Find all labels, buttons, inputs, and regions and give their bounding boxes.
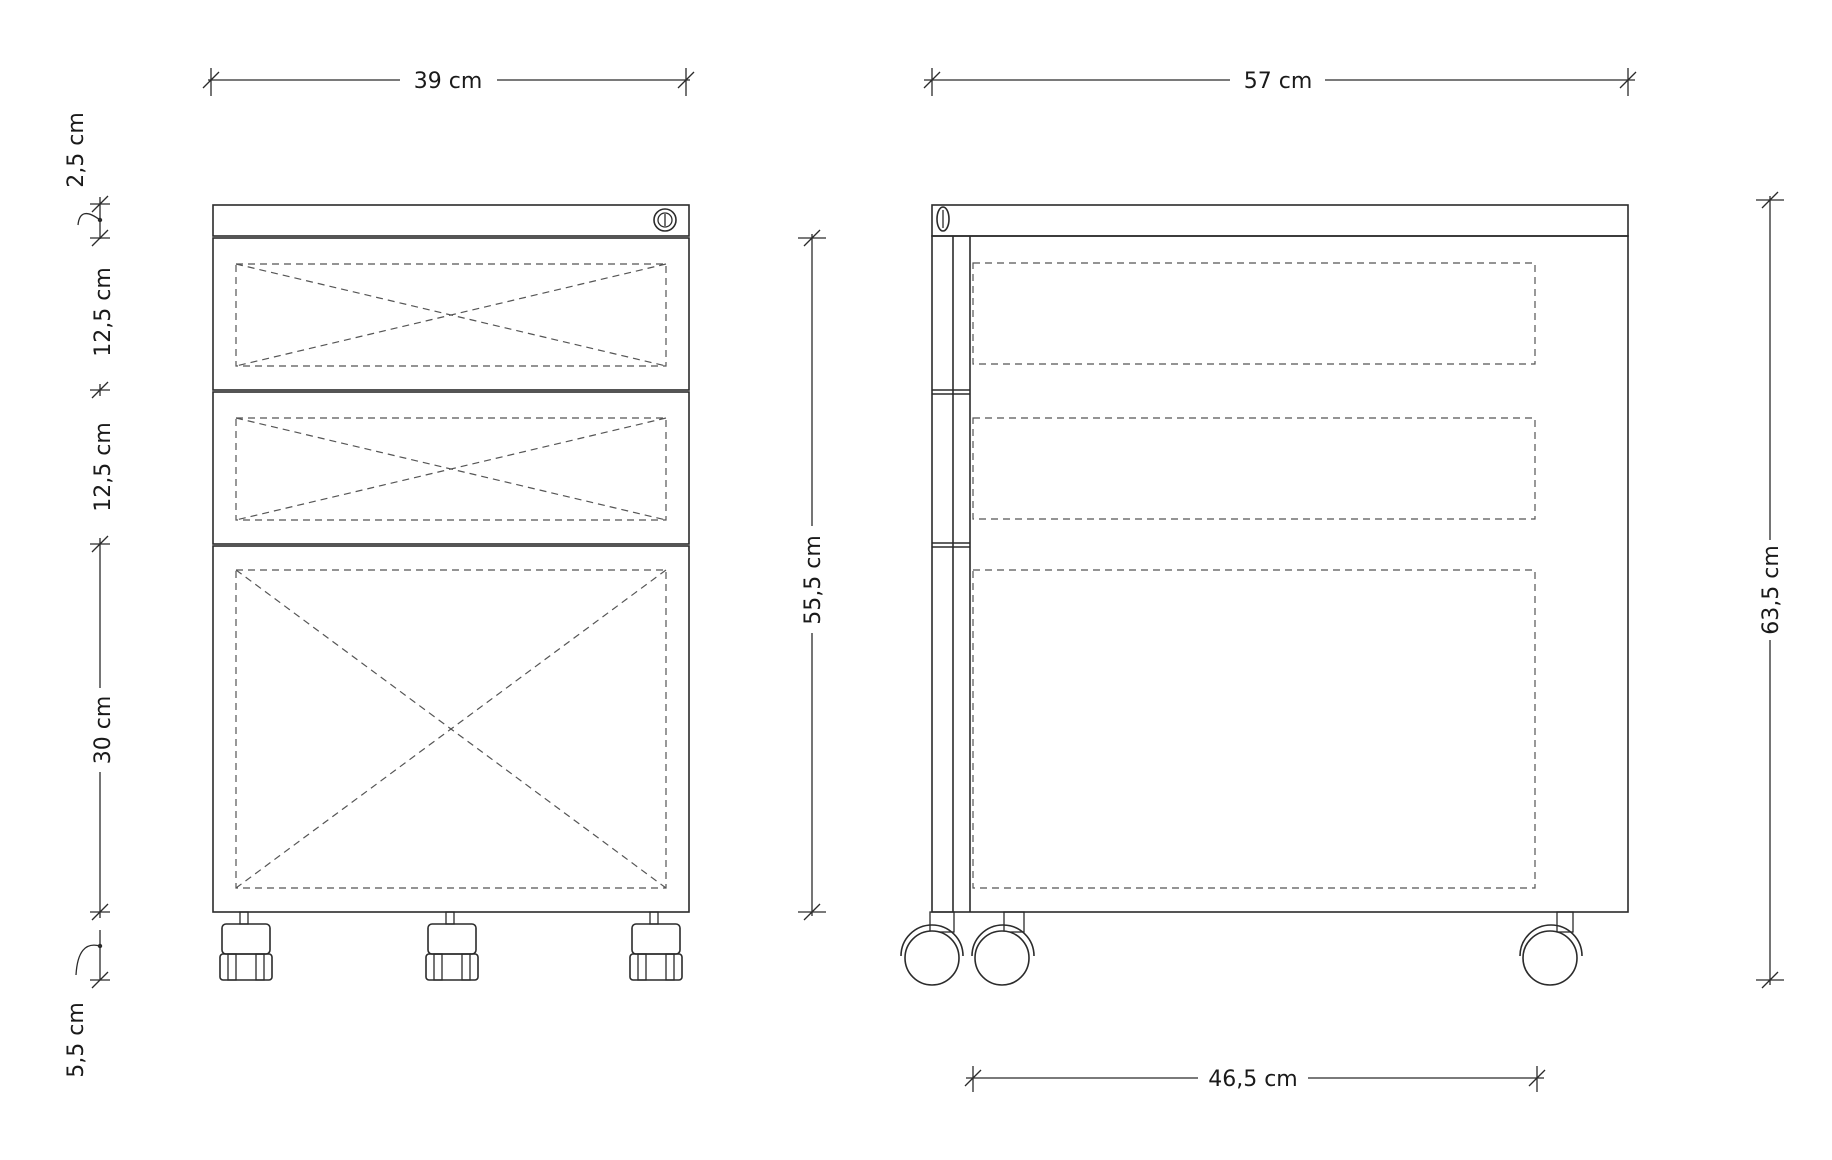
side-view (900, 204, 1629, 986)
dim-body-height: 55,5 cm (798, 229, 826, 921)
dim-side-depth: 57 cm (923, 68, 1637, 96)
front-drawer-1 (212, 237, 690, 391)
side-drawer-1-hidden (972, 262, 1536, 365)
front-drawer-2 (212, 391, 690, 545)
dim-body-height-label: 55,5 cm (801, 535, 826, 625)
side-wheel-2 (971, 911, 1035, 986)
lock-icon (653, 208, 677, 232)
side-top-panel (931, 204, 1629, 237)
dim-drawer-1-label: 12,5 cm (91, 267, 116, 357)
front-caster-left (219, 911, 273, 981)
side-drawer-2-hidden (972, 417, 1536, 520)
side-wheel-3 (1519, 911, 1583, 986)
front-view (212, 204, 690, 981)
dim-side-depth-label: 57 cm (1244, 69, 1313, 94)
front-drawer-1-hidden (235, 263, 667, 367)
dim-wheelbase-label: 46,5 cm (1208, 1067, 1298, 1092)
front-drawer-2-hidden (235, 417, 667, 521)
dim-casters-label: 5,5 cm (64, 1002, 89, 1078)
dim-total-height-label: 63,5 cm (1759, 545, 1784, 635)
front-caster-center (425, 911, 479, 981)
dim-front-width: 39 cm (202, 68, 695, 96)
dim-left-chain: 2,5 cm 12,5 cm 12,5 cm 30 cm 5,5 cm (64, 112, 116, 1078)
front-drawer-3-hidden (235, 569, 667, 889)
side-drawer-3-hidden (972, 569, 1536, 889)
dim-front-width-label: 39 cm (414, 69, 483, 94)
front-caster-right (629, 911, 683, 981)
dim-drawer-3-label: 30 cm (91, 696, 116, 765)
side-lock (936, 206, 950, 232)
dim-total-height: 63,5 cm (1756, 191, 1784, 989)
side-wheel-1 (900, 911, 964, 986)
dim-drawer-2-label: 12,5 cm (91, 422, 116, 512)
side-body (931, 235, 1629, 913)
front-top-panel (212, 204, 690, 237)
dim-wheelbase: 46,5 cm (964, 1066, 1546, 1092)
dim-top-label: 2,5 cm (64, 112, 89, 188)
